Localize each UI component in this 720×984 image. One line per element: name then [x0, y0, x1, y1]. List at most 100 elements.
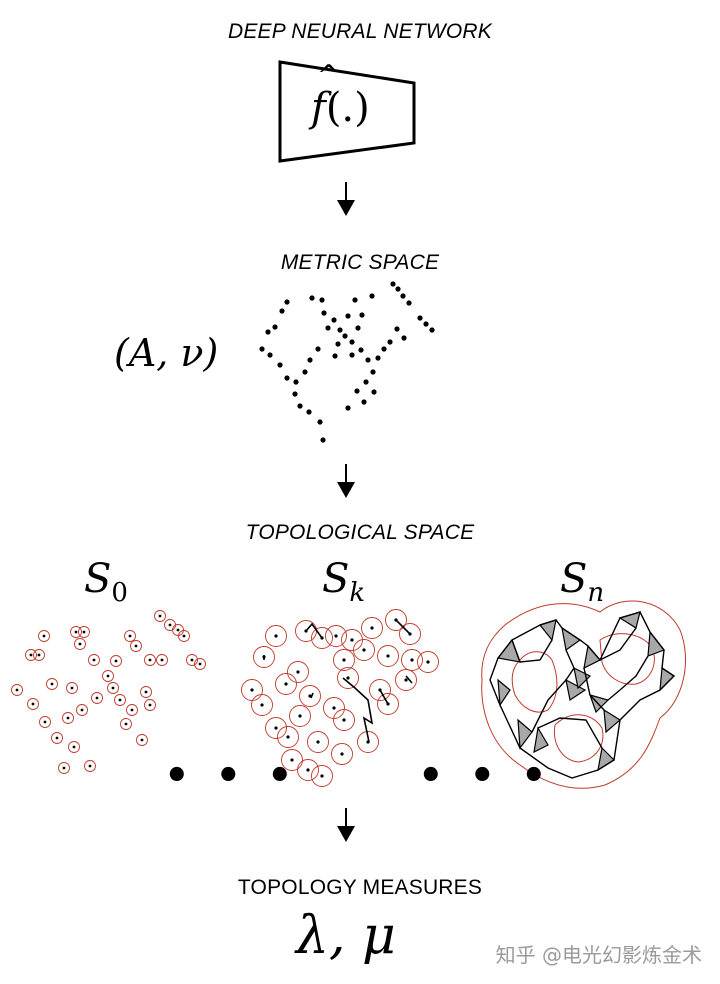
s0-neighborhood [27, 698, 39, 710]
sk-point [350, 638, 354, 642]
s0-neighborhood [78, 626, 90, 638]
s0-neighborhood [110, 655, 122, 667]
measures-caption: TOPOLOGY MEASURES [237, 876, 483, 899]
sk-point [346, 676, 350, 680]
s0-neighborhood [66, 682, 78, 694]
sk-point [394, 618, 398, 622]
sk-point [306, 768, 310, 772]
sk-neighborhood [311, 627, 333, 649]
sk-neighborhood [275, 673, 297, 695]
metric-label: (A, ν) [114, 331, 219, 375]
s0-point [42, 634, 46, 638]
s0-point [134, 644, 138, 648]
s0-neighborhood [178, 630, 190, 642]
s0-neighborhood [88, 654, 100, 666]
sk-point [370, 626, 374, 630]
sn-sub: n [587, 578, 605, 608]
s0-neighborhood [164, 619, 176, 631]
sk-point [386, 702, 390, 706]
sk-sub: k [349, 578, 366, 608]
sk-neighborhood [401, 649, 423, 671]
sk-neighborhood [357, 731, 379, 753]
s0-neighborhood [74, 638, 86, 650]
s0-point [66, 716, 70, 720]
s0-neighborhood [144, 654, 156, 666]
s0-point [92, 658, 96, 662]
s0-point [29, 653, 33, 657]
sk-point [378, 688, 382, 692]
sk-neighborhood [333, 649, 355, 671]
s0-point [198, 662, 202, 666]
s0-neighborhood [136, 734, 148, 746]
s0-neighborhood [102, 670, 114, 682]
sk-neighborhood [361, 617, 383, 639]
s0-point [55, 736, 59, 740]
sk-point [320, 774, 324, 778]
s0-neighborhood [62, 712, 74, 724]
s0-neighborhood [194, 658, 206, 670]
sn-base: S [560, 556, 588, 602]
sk-neighborhood [307, 731, 329, 753]
s0-point [160, 658, 164, 662]
s0-neighborhood [140, 686, 152, 698]
s0-point [95, 696, 99, 700]
result-formula: λ, μ [296, 906, 396, 966]
sk-neighborhood [395, 669, 417, 691]
sk-point [332, 706, 336, 710]
sk-point [426, 660, 430, 664]
sk-neighborhood [277, 726, 299, 748]
sk-point [308, 694, 312, 698]
s0-neighborhood [70, 626, 82, 638]
s0-point [148, 703, 152, 707]
sk-point [334, 634, 338, 638]
s0-point [78, 642, 82, 646]
s0-point [74, 630, 78, 634]
arrow-down-icon [337, 808, 355, 842]
sk-point [404, 678, 408, 682]
s0-point [144, 690, 148, 694]
s0-point [111, 686, 115, 690]
s0-point [50, 682, 54, 686]
sk-point [342, 718, 346, 722]
s0-point [37, 653, 41, 657]
s0-point [31, 702, 35, 706]
sk-point [304, 629, 308, 633]
s0-point [128, 634, 132, 638]
sk-neighborhood [323, 697, 345, 719]
s0-label: S0 [84, 556, 128, 608]
s0-neighborhood [186, 654, 198, 666]
arrow-down-icon [337, 182, 355, 216]
s0-point [62, 766, 66, 770]
sk-point [284, 682, 288, 686]
s0-point [148, 658, 152, 662]
s0-neighborhood [130, 640, 142, 652]
sk-point [262, 655, 266, 659]
sk-point [274, 726, 278, 730]
sk-point [366, 740, 370, 744]
s0-point [190, 658, 194, 662]
sk-neighborhood [333, 709, 355, 731]
sk-neighborhood [299, 685, 321, 707]
s0-point [124, 722, 128, 726]
s0-point [130, 708, 134, 712]
sk-neighborhood [289, 705, 311, 727]
s0-neighborhood [25, 649, 37, 661]
s0-point [82, 630, 86, 634]
sk-neighborhood [399, 623, 421, 645]
function-args: (.) [325, 85, 370, 131]
s0-neighborhood [114, 694, 126, 706]
s0-neighborhood [126, 704, 138, 716]
s0-neighborhood [46, 678, 58, 690]
s0-point [118, 698, 122, 702]
s0-neighborhood [124, 630, 136, 642]
s0-point [88, 764, 92, 768]
sk-neighborhood [265, 625, 287, 647]
sk-point [260, 703, 264, 707]
network-caption: DEEP NEURAL NETWORK [227, 20, 492, 43]
s0-point [114, 659, 118, 663]
topological-caption: TOPOLOGICAL SPACE [245, 521, 475, 544]
sk-point [316, 740, 320, 744]
function-formula: ^ f(.) [311, 59, 370, 131]
